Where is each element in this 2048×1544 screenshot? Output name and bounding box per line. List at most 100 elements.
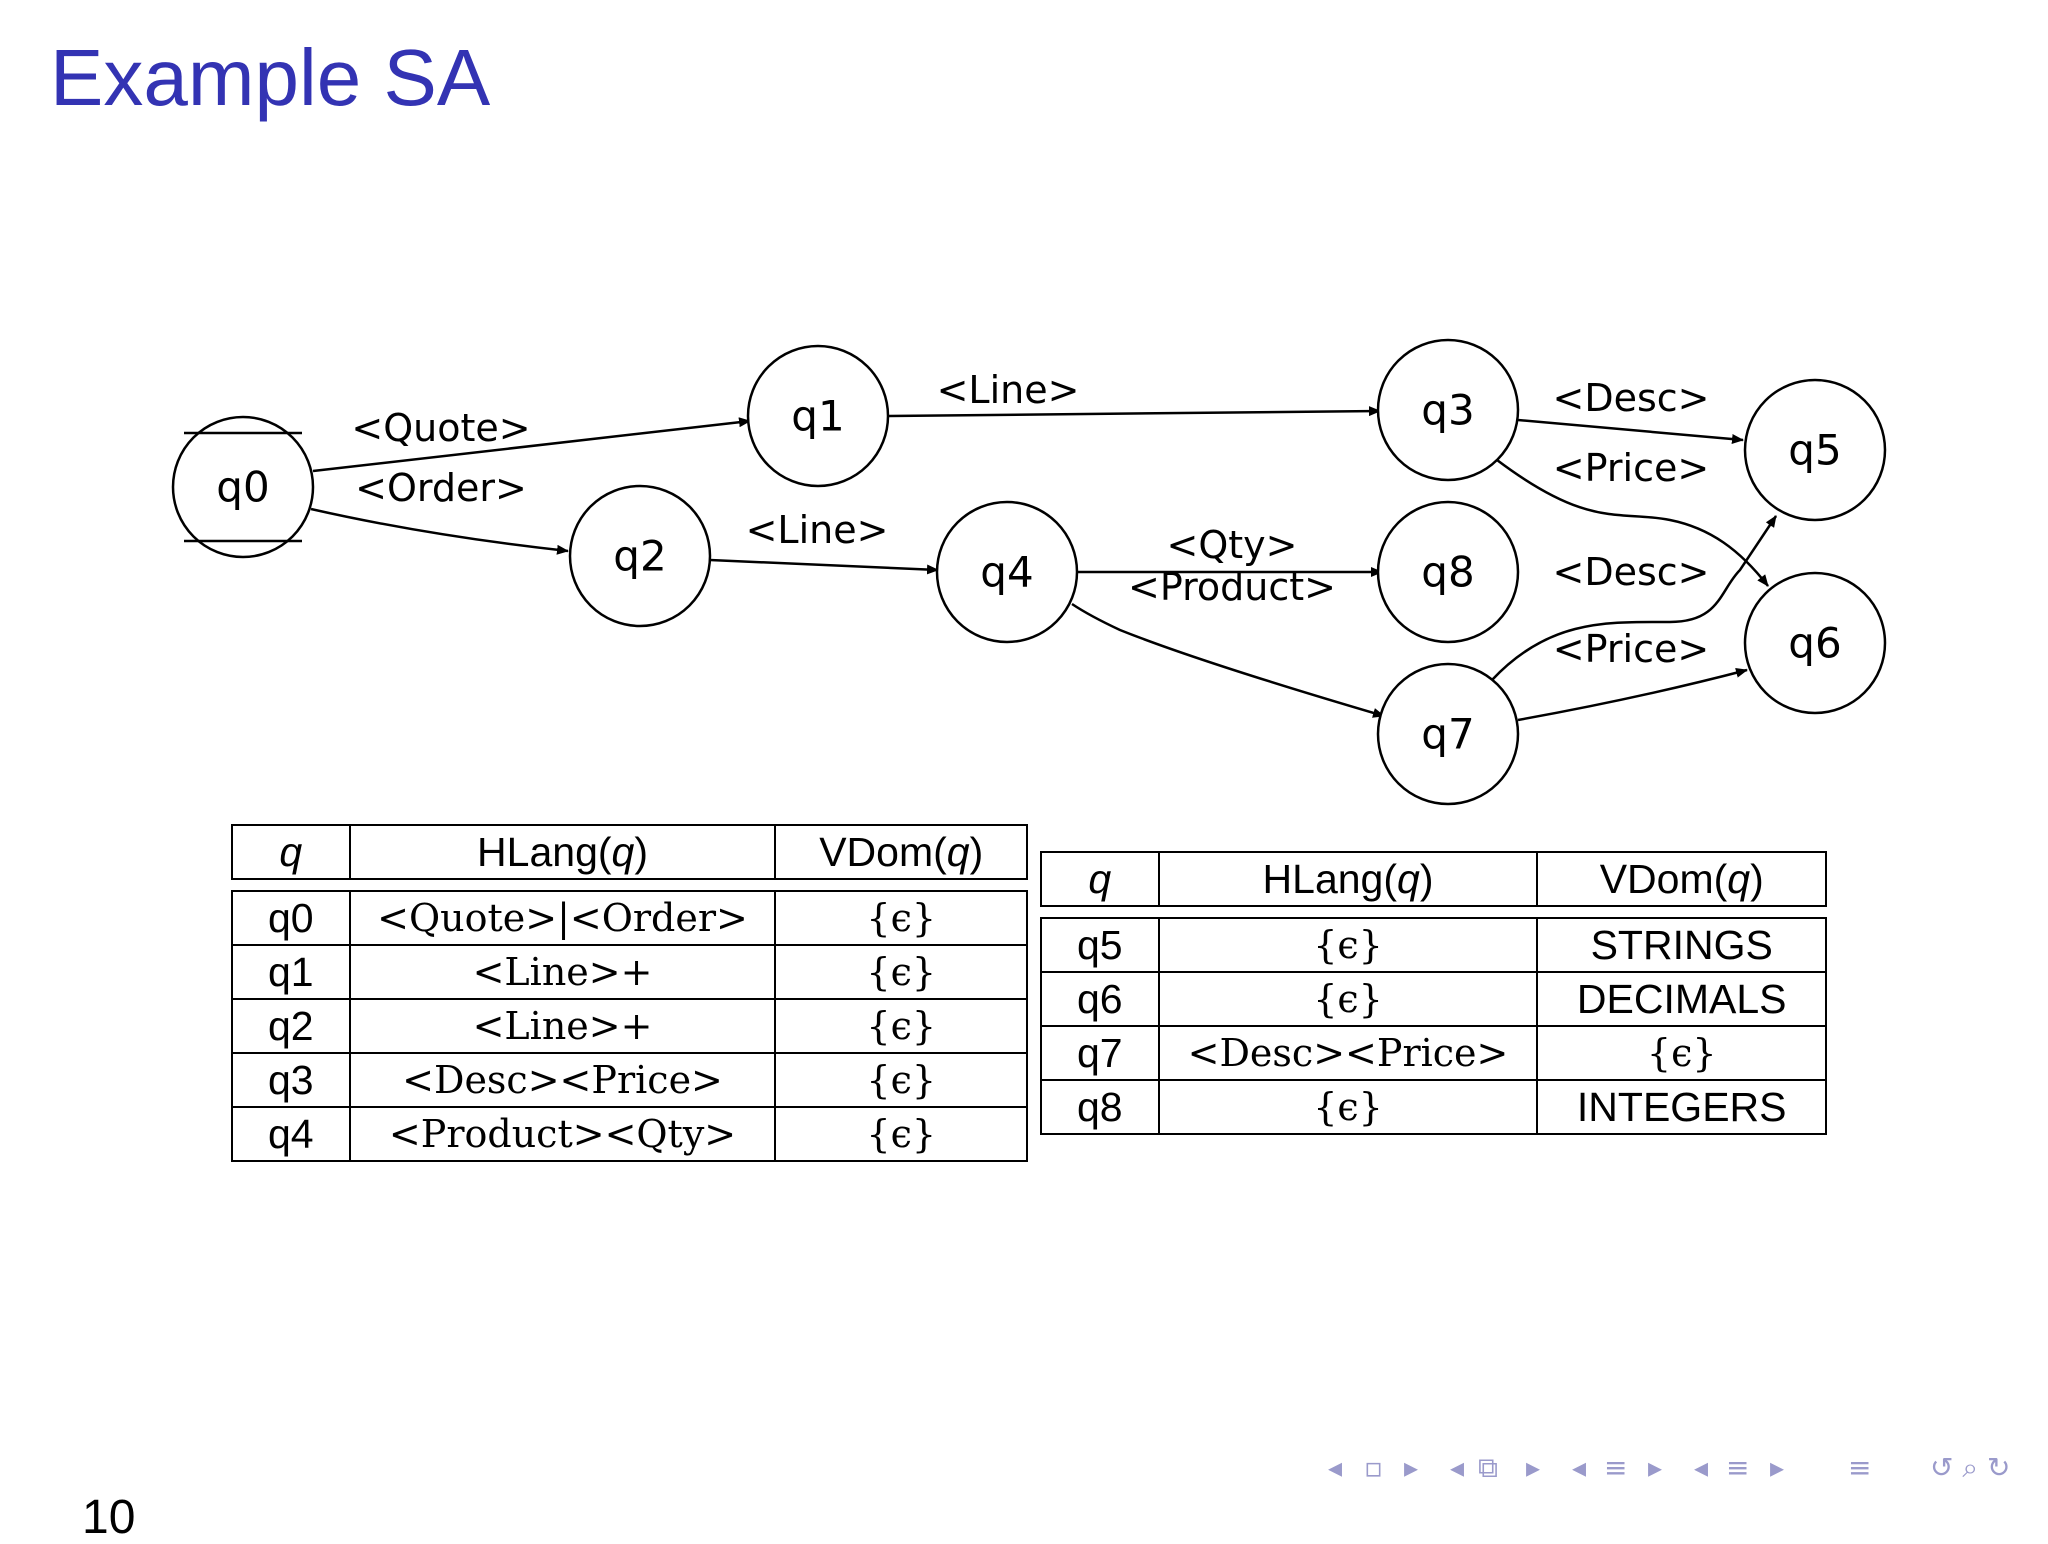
cell-vdom: INTEGERS xyxy=(1536,1079,1827,1135)
edge-q7-q5 xyxy=(1491,515,1778,681)
nav-next-subsection-icon[interactable]: ▸ xyxy=(1526,1451,1541,1484)
edge-label-q7-q5: <Desc> xyxy=(1552,550,1709,594)
table-row: q0 <Quote>|<Order> {ϵ} xyxy=(231,890,1028,946)
cell-q: q2 xyxy=(231,998,351,1054)
cell-hlang: {ϵ} xyxy=(1157,917,1539,973)
nav-appendix-icon[interactable]: ≡ xyxy=(1848,1451,1872,1484)
nav-section-icon[interactable]: ≡ xyxy=(1604,1451,1628,1484)
state-q0 xyxy=(171,415,315,559)
edge-label-q7-q6: <Price> xyxy=(1553,627,1709,671)
cell-hlang: <Quote>|<Order> xyxy=(348,890,777,946)
state-label-q4: q4 xyxy=(980,548,1033,597)
hlang-vdom-table-right: q HLang(q) VDom(q) q5 {ϵ} STRINGS q6 {ϵ}… xyxy=(1040,851,1827,1135)
cell-hlang: <Product><Qty> xyxy=(348,1106,777,1162)
state-label-q5: q5 xyxy=(1788,426,1841,475)
state-label-q0: q0 xyxy=(216,463,269,512)
edge-q0-q1 xyxy=(312,417,751,473)
state-q5 xyxy=(1743,378,1887,522)
state-q3 xyxy=(1376,338,1520,482)
state-q7 xyxy=(1376,662,1520,806)
cell-hlang: {ϵ} xyxy=(1157,1079,1539,1135)
cell-q: q0 xyxy=(231,890,351,946)
edge-q3-q5 xyxy=(1517,418,1744,445)
edge-label-q2-q4: <Line> xyxy=(746,508,889,552)
nav-prev-section-icon[interactable]: ◂ xyxy=(1572,1451,1587,1484)
cell-q: q6 xyxy=(1040,971,1160,1027)
cell-vdom: {ϵ} xyxy=(1536,1025,1827,1081)
table-row: q2 <Line>+ {ϵ} xyxy=(231,998,1028,1054)
edge-q2-q4 xyxy=(709,558,939,575)
cell-hlang: <Line>+ xyxy=(348,944,777,1000)
nav-subsection-icon[interactable]: ⧉ xyxy=(1478,1451,1498,1484)
cell-q: q5 xyxy=(1040,917,1160,973)
slide-title: Example SA xyxy=(50,33,491,122)
nav-next-doc-icon[interactable]: ▸ xyxy=(1770,1451,1785,1484)
edge-label-q4-q8: <Qty> xyxy=(1167,523,1298,567)
table-row: q6 {ϵ} DECIMALS xyxy=(1040,971,1827,1027)
state-label-q7: q7 xyxy=(1421,710,1474,759)
header-q: q xyxy=(231,824,351,880)
state-q8 xyxy=(1376,500,1520,644)
nav-prev-subsection-icon[interactable]: ◂ xyxy=(1450,1451,1465,1484)
edge-q4-q7 xyxy=(1071,602,1385,718)
cell-vdom: {ϵ} xyxy=(774,890,1028,946)
edge-q1-q3 xyxy=(887,406,1381,418)
table-row: q1 <Line>+ {ϵ} xyxy=(231,944,1028,1000)
hlang-vdom-table-left: q HLang(q) VDom(q) q0 <Quote>|<Order> {ϵ… xyxy=(231,824,1028,1162)
nav-frame-icon[interactable]: ▫ xyxy=(1364,1451,1383,1484)
nav-next-section-icon[interactable]: ▸ xyxy=(1648,1451,1663,1484)
edge-label-q0-q2: <Order> xyxy=(355,466,527,510)
table-header-row: q HLang(q) VDom(q) xyxy=(231,824,1028,880)
edge-label-q3-q6: <Price> xyxy=(1553,446,1709,490)
edge-label-q1-q3: <Line> xyxy=(937,368,1080,412)
state-q1 xyxy=(746,344,890,488)
cell-hlang: <Desc><Price> xyxy=(348,1052,777,1108)
table-row: q4 <Product><Qty> {ϵ} xyxy=(231,1106,1028,1162)
state-label-q1: q1 xyxy=(791,392,844,441)
header-hlang: HLang(q) xyxy=(1157,851,1539,907)
cell-hlang: <Desc><Price> xyxy=(1157,1025,1539,1081)
edge-q0-q2 xyxy=(310,507,569,555)
cell-q: q3 xyxy=(231,1052,351,1108)
edge-label-q4-q7: <Product> xyxy=(1128,565,1336,609)
cell-vdom: STRINGS xyxy=(1536,917,1827,973)
header-q: q xyxy=(1040,851,1160,907)
edge-label-q3-q5: <Desc> xyxy=(1552,376,1709,420)
header-vdom: VDom(q) xyxy=(1536,851,1827,907)
state-q4 xyxy=(935,500,1079,644)
cell-q: q1 xyxy=(231,944,351,1000)
cell-hlang: <Line>+ xyxy=(348,998,777,1054)
state-label-q3: q3 xyxy=(1421,386,1474,435)
cell-q: q4 xyxy=(231,1106,351,1162)
table-header-row: q HLang(q) VDom(q) xyxy=(1040,851,1827,907)
state-label-q2: q2 xyxy=(613,532,666,581)
header-vdom: VDom(q) xyxy=(774,824,1028,880)
nav-prev-frame-icon[interactable]: ◂ xyxy=(1328,1451,1343,1484)
table-row: q5 {ϵ} STRINGS xyxy=(1040,917,1827,973)
state-q6 xyxy=(1743,571,1887,715)
cell-hlang: {ϵ} xyxy=(1157,971,1539,1027)
state-label-q8: q8 xyxy=(1421,548,1474,597)
cell-vdom: DECIMALS xyxy=(1536,971,1827,1027)
state-label-q6: q6 xyxy=(1788,619,1841,668)
cell-q: q7 xyxy=(1040,1025,1160,1081)
edge-label-q0-q1: <Quote> xyxy=(351,406,530,450)
nav-next-frame-icon[interactable]: ▸ xyxy=(1404,1451,1419,1484)
nav-search-icon[interactable]: ↺ ⌕ ↻ xyxy=(1930,1451,2011,1484)
page-number: 10 xyxy=(82,1491,136,1544)
cell-vdom: {ϵ} xyxy=(774,998,1028,1054)
table-row: q3 <Desc><Price> {ϵ} xyxy=(231,1052,1028,1108)
table-row: q7 <Desc><Price> {ϵ} xyxy=(1040,1025,1827,1081)
nav-prev-doc-icon[interactable]: ◂ xyxy=(1694,1451,1709,1484)
cell-q: q8 xyxy=(1040,1079,1160,1135)
table-row: q8 {ϵ} INTEGERS xyxy=(1040,1079,1827,1135)
edge-q7-q6 xyxy=(1517,667,1748,722)
edge-q3-q6 xyxy=(1496,459,1769,587)
header-hlang: HLang(q) xyxy=(348,824,777,880)
cell-vdom: {ϵ} xyxy=(774,1052,1028,1108)
cell-vdom: {ϵ} xyxy=(774,1106,1028,1162)
state-q2 xyxy=(568,484,712,628)
nav-doc-icon[interactable]: ≡ xyxy=(1726,1451,1750,1484)
cell-vdom: {ϵ} xyxy=(774,944,1028,1000)
